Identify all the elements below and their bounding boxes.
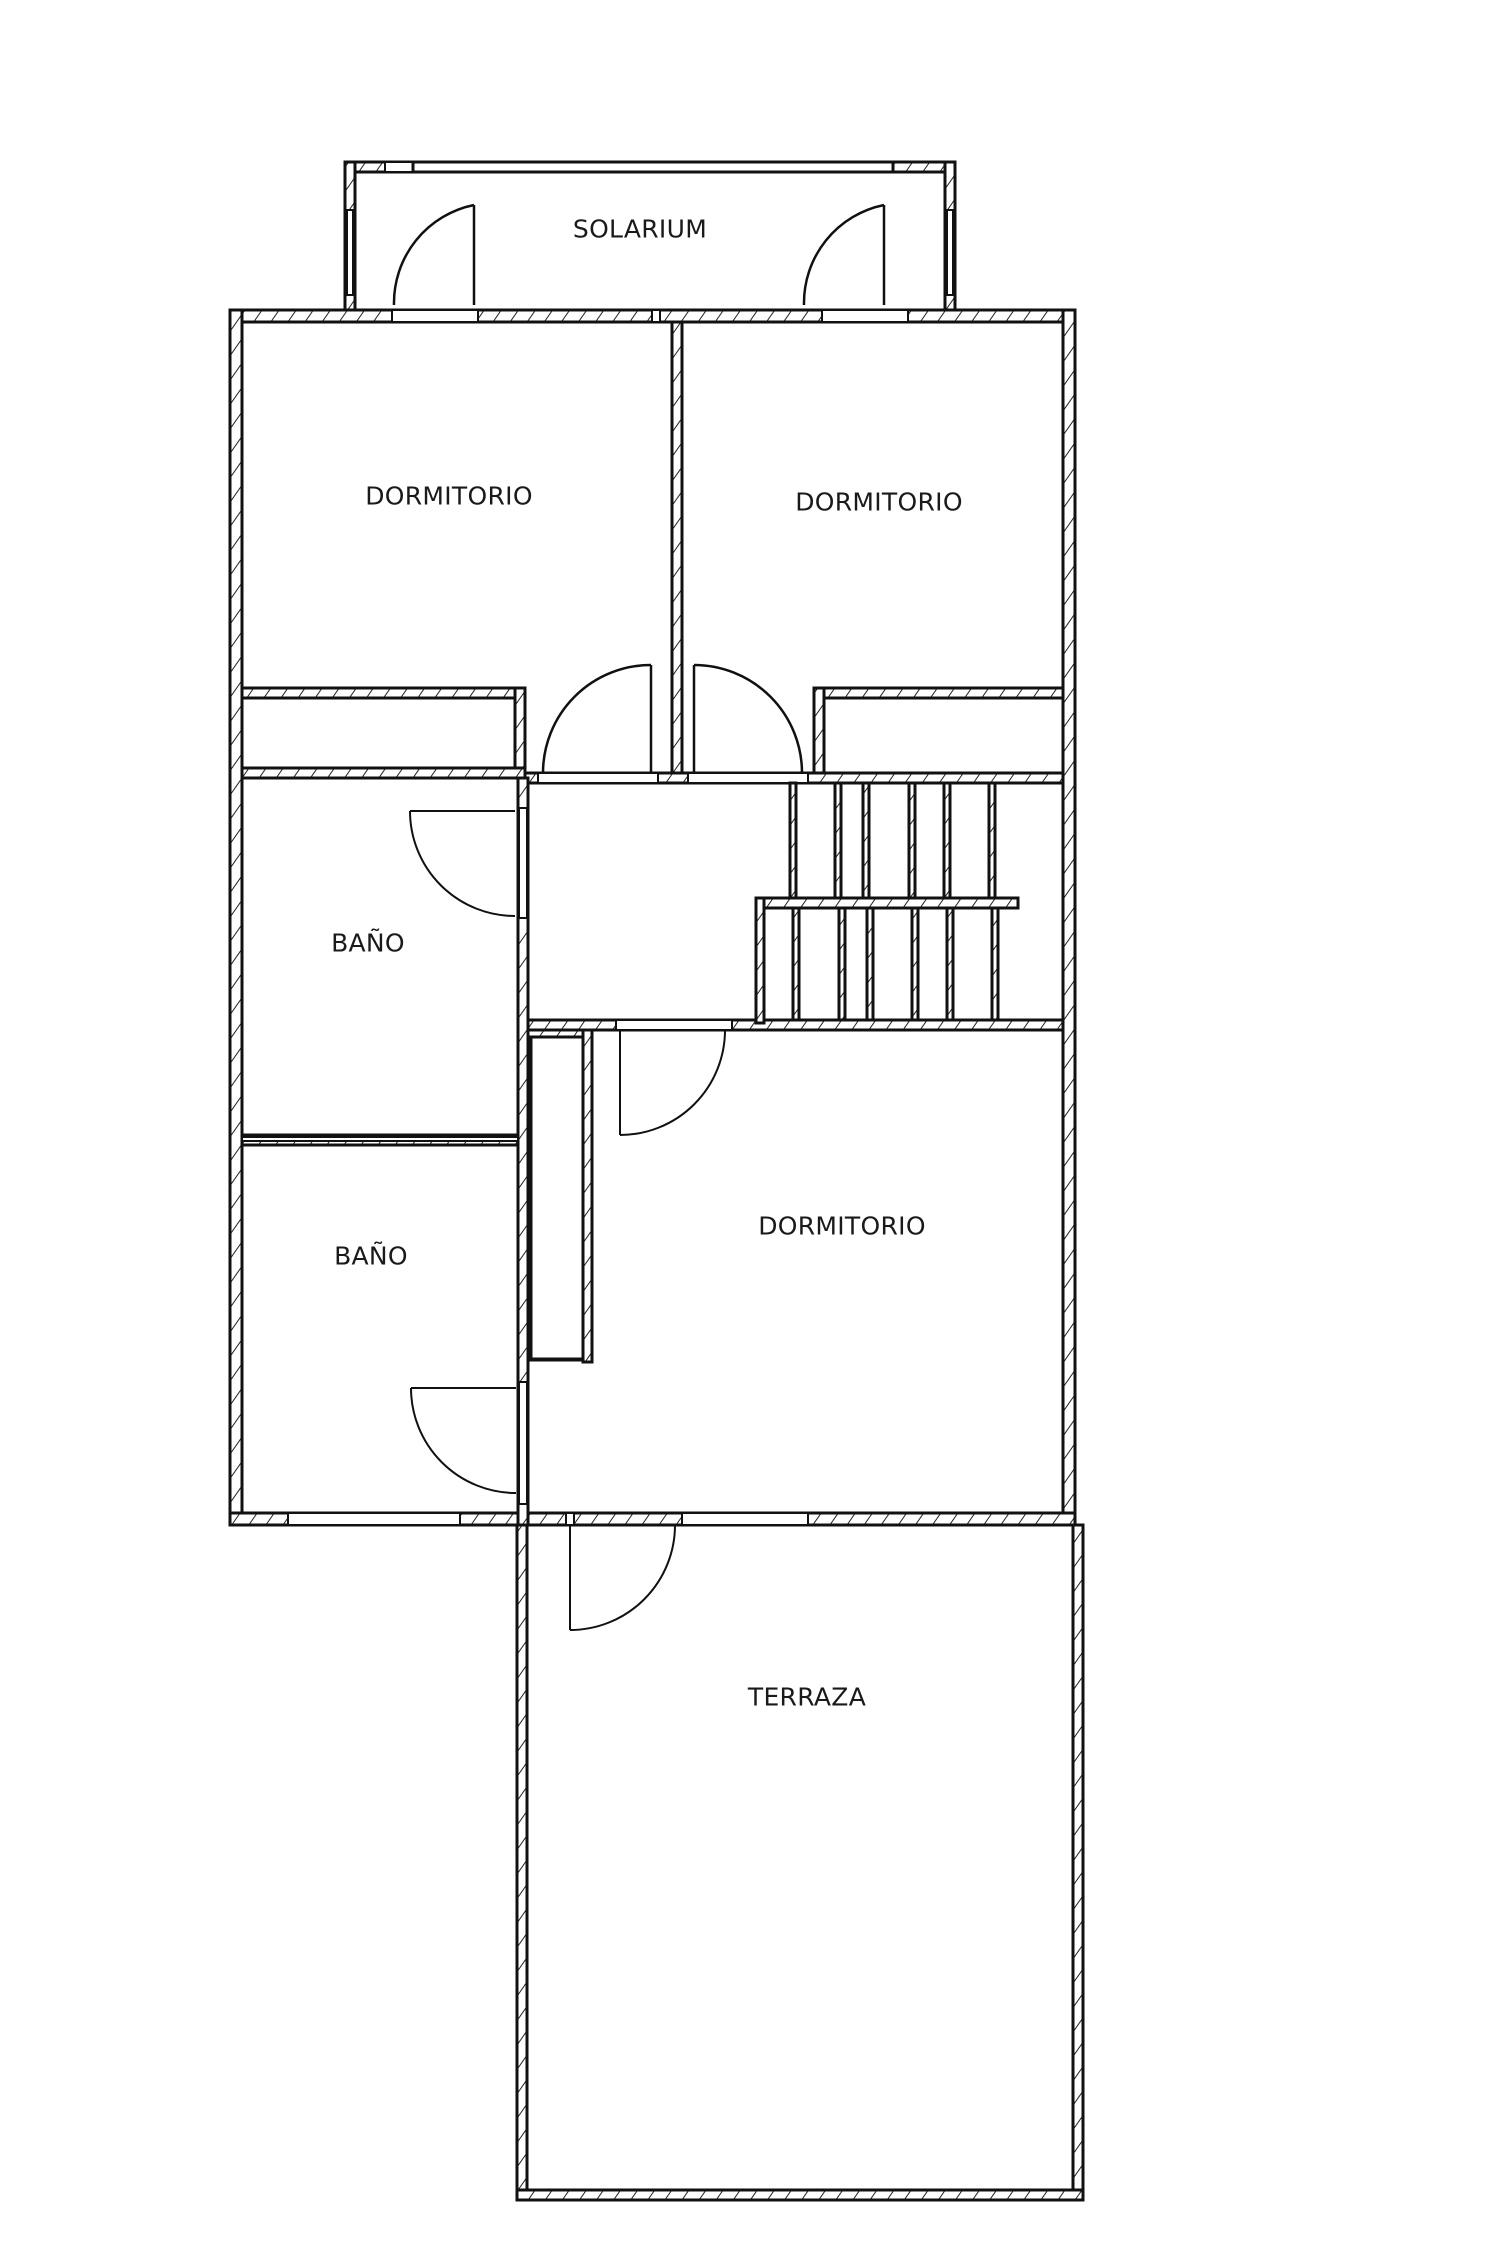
staircase [754,781,1020,1025]
main-outer-walls [228,308,1077,1527]
solarium-walls [343,160,957,314]
closet-narrow [526,1028,594,1364]
door-bano-2 [410,1387,517,1494]
solarium-door-left [392,203,476,306]
closet-right [812,686,1065,780]
room-label-dormitorio-3: DORMITORIO [758,1211,926,1241]
room-label-bano-1: BAÑO [331,928,405,958]
closet-left [240,686,527,780]
door-dormitorio-3 [619,1029,726,1136]
wall-dorm-divider [670,320,684,780]
room-label-bano-2: BAÑO [334,1241,408,1271]
room-label-dormitorio-2: DORMITORIO [795,487,963,517]
terraza-walls [515,1523,1085,2202]
door-dormitorio-1 [541,663,653,774]
door-bano-1 [409,810,516,917]
bano-walls [240,776,530,1527]
room-label-dormitorio-1: DORMITORIO [365,481,533,511]
room-label-terraza: TERRAZA [747,1682,867,1712]
door-dormitorio-2 [692,663,804,774]
room-label-solarium: SOLARIUM [572,214,708,244]
solarium-door-right [802,203,886,306]
door-terraza [569,1524,676,1631]
